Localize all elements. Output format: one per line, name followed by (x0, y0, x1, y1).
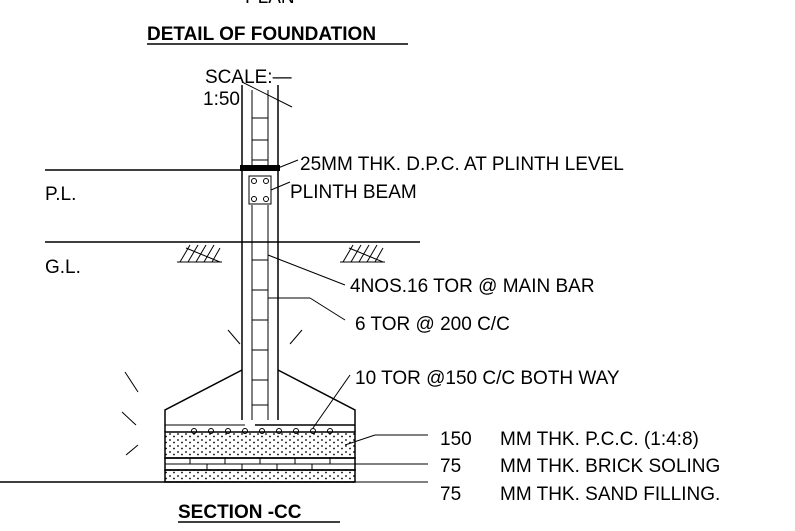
ground-hatch-right (340, 244, 385, 263)
ground-hatch-left (177, 244, 222, 263)
section-title: SECTION -CC (178, 502, 302, 523)
wall-column (241, 81, 293, 420)
callout-footing-bar: 10 TOR @150 C/C BOTH WAY (355, 368, 620, 389)
plinth-level-label: P.L. (45, 184, 76, 205)
pcc-layer (164, 431, 356, 459)
dpc-band (240, 165, 280, 171)
detail-title: DETAIL OF FOUNDATION (147, 24, 376, 45)
footing (164, 369, 356, 432)
layer-sand-thickness: 75 (440, 484, 461, 505)
callout-dpc: 25MM THK. D.P.C. AT PLINTH LEVEL (300, 154, 624, 175)
scale-label: SCALE:— (205, 67, 292, 88)
scale-value: 1:50 (203, 89, 240, 110)
layer-pcc-thickness: 150 (440, 429, 472, 450)
top-fragment-text: PLAN (245, 0, 295, 8)
ground-level-label: G.L. (45, 257, 81, 278)
callout-main-bar: 4NOS.16 TOR @ MAIN BAR (350, 276, 595, 297)
brick-soling-layer (164, 457, 356, 471)
callout-stirrup: 6 TOR @ 200 C/C (355, 314, 510, 335)
layer-brick-thickness: 75 (440, 456, 461, 477)
plinth-beam (248, 175, 272, 205)
callout-plinth-beam: PLINTH BEAM (290, 182, 417, 203)
layer-sand-text: MM THK. SAND FILLING. (500, 484, 720, 505)
callout-leaders (267, 159, 428, 483)
sand-filling-layer (164, 469, 356, 483)
layer-brick-text: MM THK. BRICK SOLING (500, 456, 720, 477)
layer-pcc-text: MM THK. P.C.C. (1:4:8) (500, 429, 699, 450)
excavation-marks (121, 329, 303, 456)
